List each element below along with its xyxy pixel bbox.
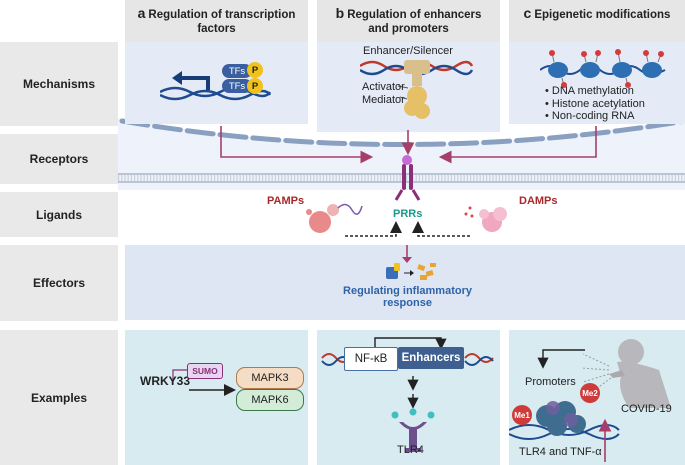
damps-dashed-arrow [412, 221, 470, 237]
genes-label: TLR4 and TNF-α [519, 446, 602, 458]
tf-label-bottom: TFs [228, 80, 246, 92]
mapk6-label: MAPK6 [251, 394, 289, 406]
wrky33-label: WRKY33 [140, 374, 191, 388]
prrs-label: PRRs [393, 208, 423, 220]
column-title-b-line1: Regulation of enhancers [347, 9, 482, 21]
row-label-effectors: Effectors [0, 245, 118, 321]
column-title-b-line2: and promoters [368, 23, 449, 35]
epigenetic-item-text: Non-coding RNA [551, 110, 635, 122]
plasma-membrane [118, 173, 685, 183]
me1-label: Me1 [514, 410, 530, 420]
mapk6-box: MAPK6 [236, 389, 304, 411]
nfkb-box: NF-κB [344, 347, 398, 371]
p-label-bottom: P [251, 80, 259, 92]
epigenetic-item-text: Histone acetylation [551, 97, 645, 110]
column-letter-b: b [335, 5, 345, 21]
me2-badge: Me2 [580, 383, 600, 403]
mechanism-panel-a [125, 42, 308, 124]
epigenetic-item: • Non-coding RNA [545, 110, 635, 122]
tf-box-top: TFs [222, 64, 252, 78]
sumo-badge: SUMO [187, 363, 223, 379]
sumo-label: SUMO [192, 366, 218, 376]
row-label-mechanisms: Mechanisms [0, 42, 118, 126]
epigenetic-item: • Histone acetylation [545, 97, 645, 110]
tlr4-label: TLR4 [397, 444, 424, 456]
enhancer-silencer-label: Enhancer/Silencer [363, 45, 453, 57]
tf-box-bottom: TFs [222, 79, 252, 93]
phospho-badge-bottom: P [247, 78, 263, 94]
example-c-graphic [509, 339, 671, 462]
activator-label: Activator [362, 81, 405, 93]
row-label-examples: Examples [0, 330, 118, 465]
pamps-pathogen-icon [306, 203, 363, 233]
enhancers-label: Enhancers [401, 352, 461, 364]
p-label-top: P [251, 64, 259, 76]
mediator-label: Mediator [362, 94, 405, 106]
column-letter-a: a [137, 5, 146, 21]
arrow-c-to-receptor [438, 126, 597, 164]
covid19-label: COVID-19 [621, 403, 672, 415]
enhancer-dna-graphic [360, 60, 474, 119]
effector-text-line2: response [383, 297, 432, 309]
pamps-label: PAMPs [267, 195, 305, 207]
row-label-ligands: Ligands [0, 192, 118, 237]
phospho-badge-top: P [247, 62, 263, 78]
nucleosome-graphic [540, 49, 666, 88]
me2-label: Me2 [582, 388, 598, 398]
column-title-a: Regulation of transcription factors [148, 9, 296, 35]
effector-text: Regulating inflammatory response [320, 285, 495, 309]
epigenetic-item-text: DNA methylation [551, 85, 634, 97]
tf-label-top: TFs [228, 65, 246, 77]
damps-cell-icon [464, 206, 507, 232]
damps-label: DAMPs [519, 195, 558, 207]
mapk3-box: MAPK3 [236, 367, 304, 389]
column-letter-c: c [523, 5, 532, 21]
epigenetic-item: • DNA methylation [545, 85, 634, 97]
example-a-graphic [172, 369, 236, 396]
row-label-receptors: Receptors [0, 134, 118, 184]
effector-icon [386, 245, 436, 280]
column-title-c: Epigenetic modifications [534, 9, 671, 21]
promoters-label: Promoters [525, 376, 576, 388]
me1-badge: Me1 [512, 405, 532, 425]
mapk3-label: MAPK3 [251, 372, 289, 384]
effector-text-line1: Regulating inflammatory [343, 285, 472, 297]
pamps-dashed-arrow [345, 221, 402, 237]
prr-receptor [394, 155, 421, 201]
nfkb-label: NF-κB [354, 353, 388, 365]
epigenetic-list: • DNA methylation • Histone acetylation … [545, 85, 645, 123]
arrow-a-to-receptor [220, 126, 374, 164]
mechanism-panel-b [317, 42, 500, 132]
person-coughing-icon [609, 339, 671, 408]
enhancers-box: Enhancers [398, 347, 464, 369]
